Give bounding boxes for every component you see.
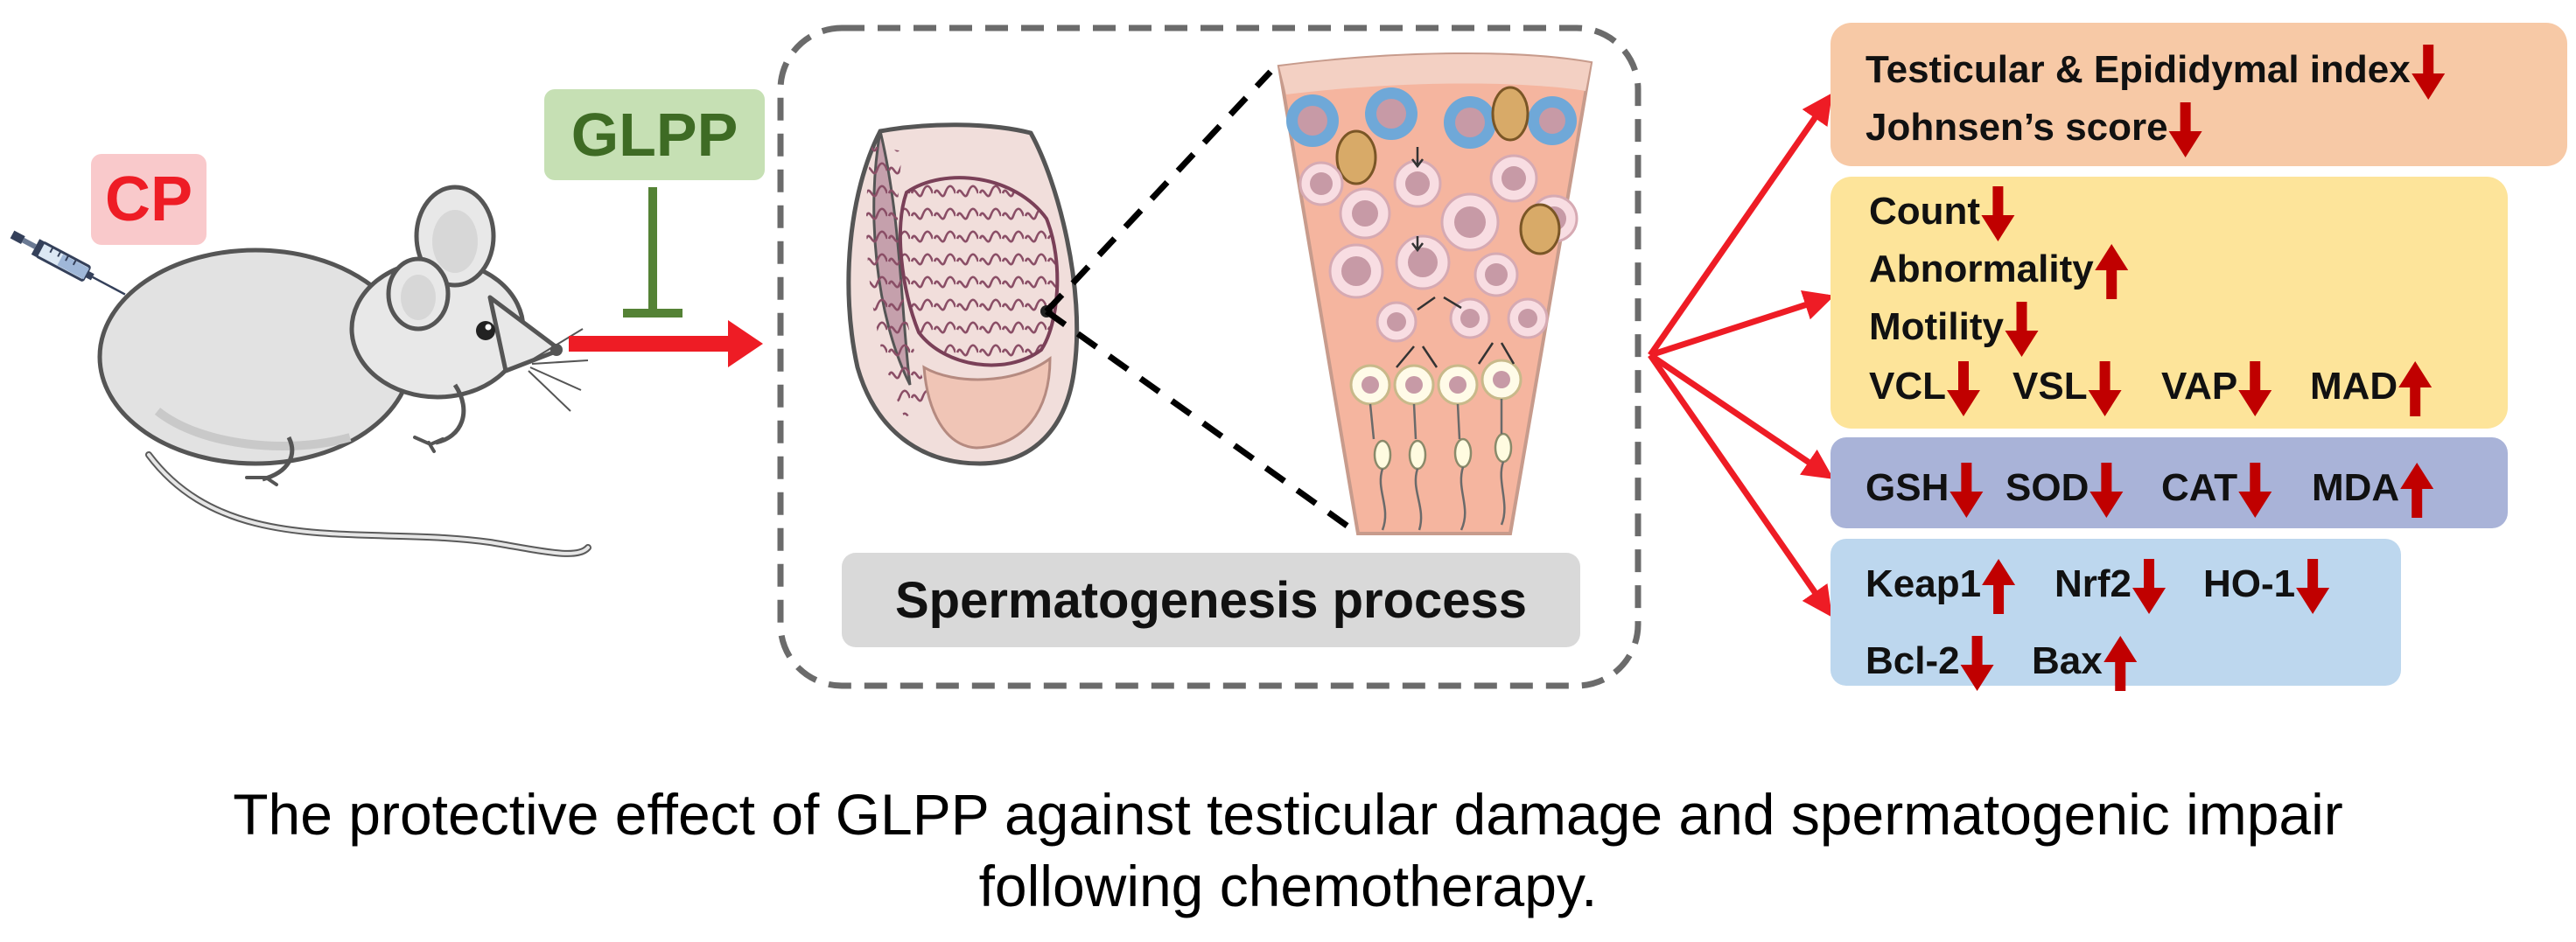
down-arrow-icon	[2238, 463, 2272, 518]
down-arrow-icon	[2412, 45, 2446, 100]
label-bax: Bax	[2032, 639, 2103, 682]
spermatid-cells	[1349, 297, 1549, 406]
up-arrow-icon	[2400, 463, 2434, 518]
label-gsh: GSH	[1866, 466, 1949, 509]
caption-line-2: following chemotherapy.	[978, 854, 1598, 918]
up-arrow-icon	[1982, 559, 2016, 614]
outcome-labels: Testicular & Epididymal index Johnsen’s …	[1866, 48, 2411, 682]
label-count: Count	[1869, 190, 1980, 233]
label-ho1: HO-1	[2203, 562, 2295, 605]
zoom-lines	[1044, 69, 1361, 536]
label-vap: VAP	[2161, 365, 2237, 408]
inhibition-connector	[623, 187, 682, 317]
label-mda: MDA	[2312, 466, 2399, 509]
label-motility: Motility	[1869, 305, 2005, 348]
label-cat: CAT	[2161, 466, 2237, 509]
testis-icon	[846, 122, 1080, 466]
down-arrow-icon	[2005, 302, 2039, 357]
down-arrow-icon	[1947, 361, 1980, 416]
seminiferous-tubule-icon	[1277, 52, 1593, 535]
label-mad: MAD	[2310, 365, 2398, 408]
cp-label: CP	[91, 154, 206, 245]
down-arrow-icon	[2090, 463, 2124, 518]
down-arrow-icon	[2168, 102, 2202, 157]
sperm-cells	[1373, 432, 1513, 471]
up-arrow-icon	[2104, 636, 2138, 691]
label-vsl: VSL	[2012, 365, 2088, 408]
label-nrf2: Nrf2	[2054, 562, 2132, 605]
label-keap1: Keap1	[1866, 562, 1981, 605]
down-arrow-icon	[2088, 361, 2122, 416]
down-arrow-icon	[1981, 186, 2015, 241]
down-arrow-icon	[1960, 636, 1994, 691]
process-label-text: Spermatogenesis process	[895, 572, 1527, 629]
process-frame	[777, 24, 1642, 689]
oxidative-stress-box	[1830, 437, 2508, 528]
spermatogonia-cells	[1286, 86, 1577, 185]
cp-text: CP	[105, 164, 192, 234]
glpp-text: GLPP	[571, 101, 738, 169]
label-vcl: VCL	[1869, 365, 1946, 408]
up-arrow-icon	[2398, 361, 2432, 416]
process-label: Spermatogenesis process	[842, 553, 1580, 647]
down-arrow-icon	[1950, 463, 1984, 518]
sperm-parameters-box	[1830, 177, 2508, 429]
label-testicular-epididymal-index: Testicular & Epididymal index	[1866, 48, 2411, 91]
down-arrow-icon	[2238, 361, 2272, 416]
down-arrow-icon	[2132, 559, 2166, 614]
mouse-icon	[97, 185, 592, 557]
caption-line-1: The protective effect of GLPP against te…	[233, 782, 2343, 847]
up-arrow-icon	[2095, 244, 2129, 299]
organ-index-box	[1830, 23, 2567, 166]
down-arrow-icon	[2296, 559, 2330, 614]
direction-indicators	[1947, 45, 2446, 691]
label-sod: SOD	[2006, 466, 2089, 509]
glpp-label: GLPP	[544, 89, 765, 180]
outcome-arrows	[1648, 93, 1835, 618]
label-johnsens-score: Johnsen’s score	[1866, 106, 2168, 149]
spermatocyte-cells	[1298, 154, 1578, 299]
label-abnormality: Abnormality	[1869, 248, 2094, 290]
cp-effect-arrow	[569, 320, 763, 367]
syringe-icon	[10, 230, 126, 296]
label-bcl2: Bcl-2	[1866, 639, 1960, 682]
